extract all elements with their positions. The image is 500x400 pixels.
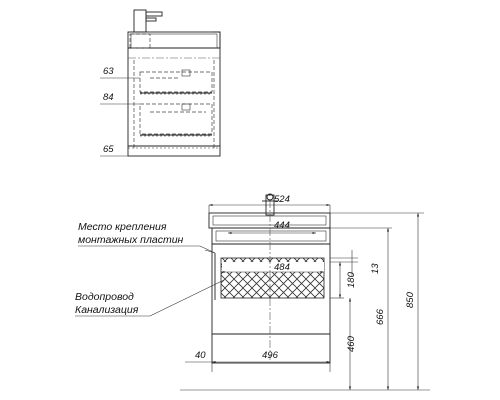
- dim-850: 850: [405, 291, 416, 308]
- dim-13: 13: [370, 263, 381, 274]
- dim-180: 180: [346, 271, 357, 288]
- label-mount-line1: Место крепления: [78, 221, 167, 233]
- dim-84: 84: [103, 92, 114, 103]
- dim-484: 484: [274, 262, 290, 273]
- faucet-icon: [133, 9, 163, 33]
- side-section-view: 63 84 65: [100, 9, 221, 157]
- label-mount-line2: монтажных пластин: [78, 234, 184, 246]
- dim-444: 444: [274, 220, 290, 231]
- callout-mounting-plates: Место крепления монтажных пластин: [78, 221, 216, 254]
- label-water-line2: Канализация: [75, 304, 139, 316]
- front-view: 524 444 484 13 180 460 666 850: [180, 193, 430, 391]
- label-water-line1: Водопровод: [75, 291, 134, 303]
- dim-65: 65: [103, 144, 114, 155]
- dim-524: 524: [274, 194, 290, 205]
- dim-40: 40: [195, 350, 206, 361]
- dim-496: 496: [262, 350, 279, 361]
- dim-666: 666: [375, 308, 386, 325]
- callout-water-sewer: Водопровод Канализация: [75, 279, 225, 317]
- dim-460: 460: [346, 335, 357, 352]
- dim-63: 63: [103, 66, 114, 77]
